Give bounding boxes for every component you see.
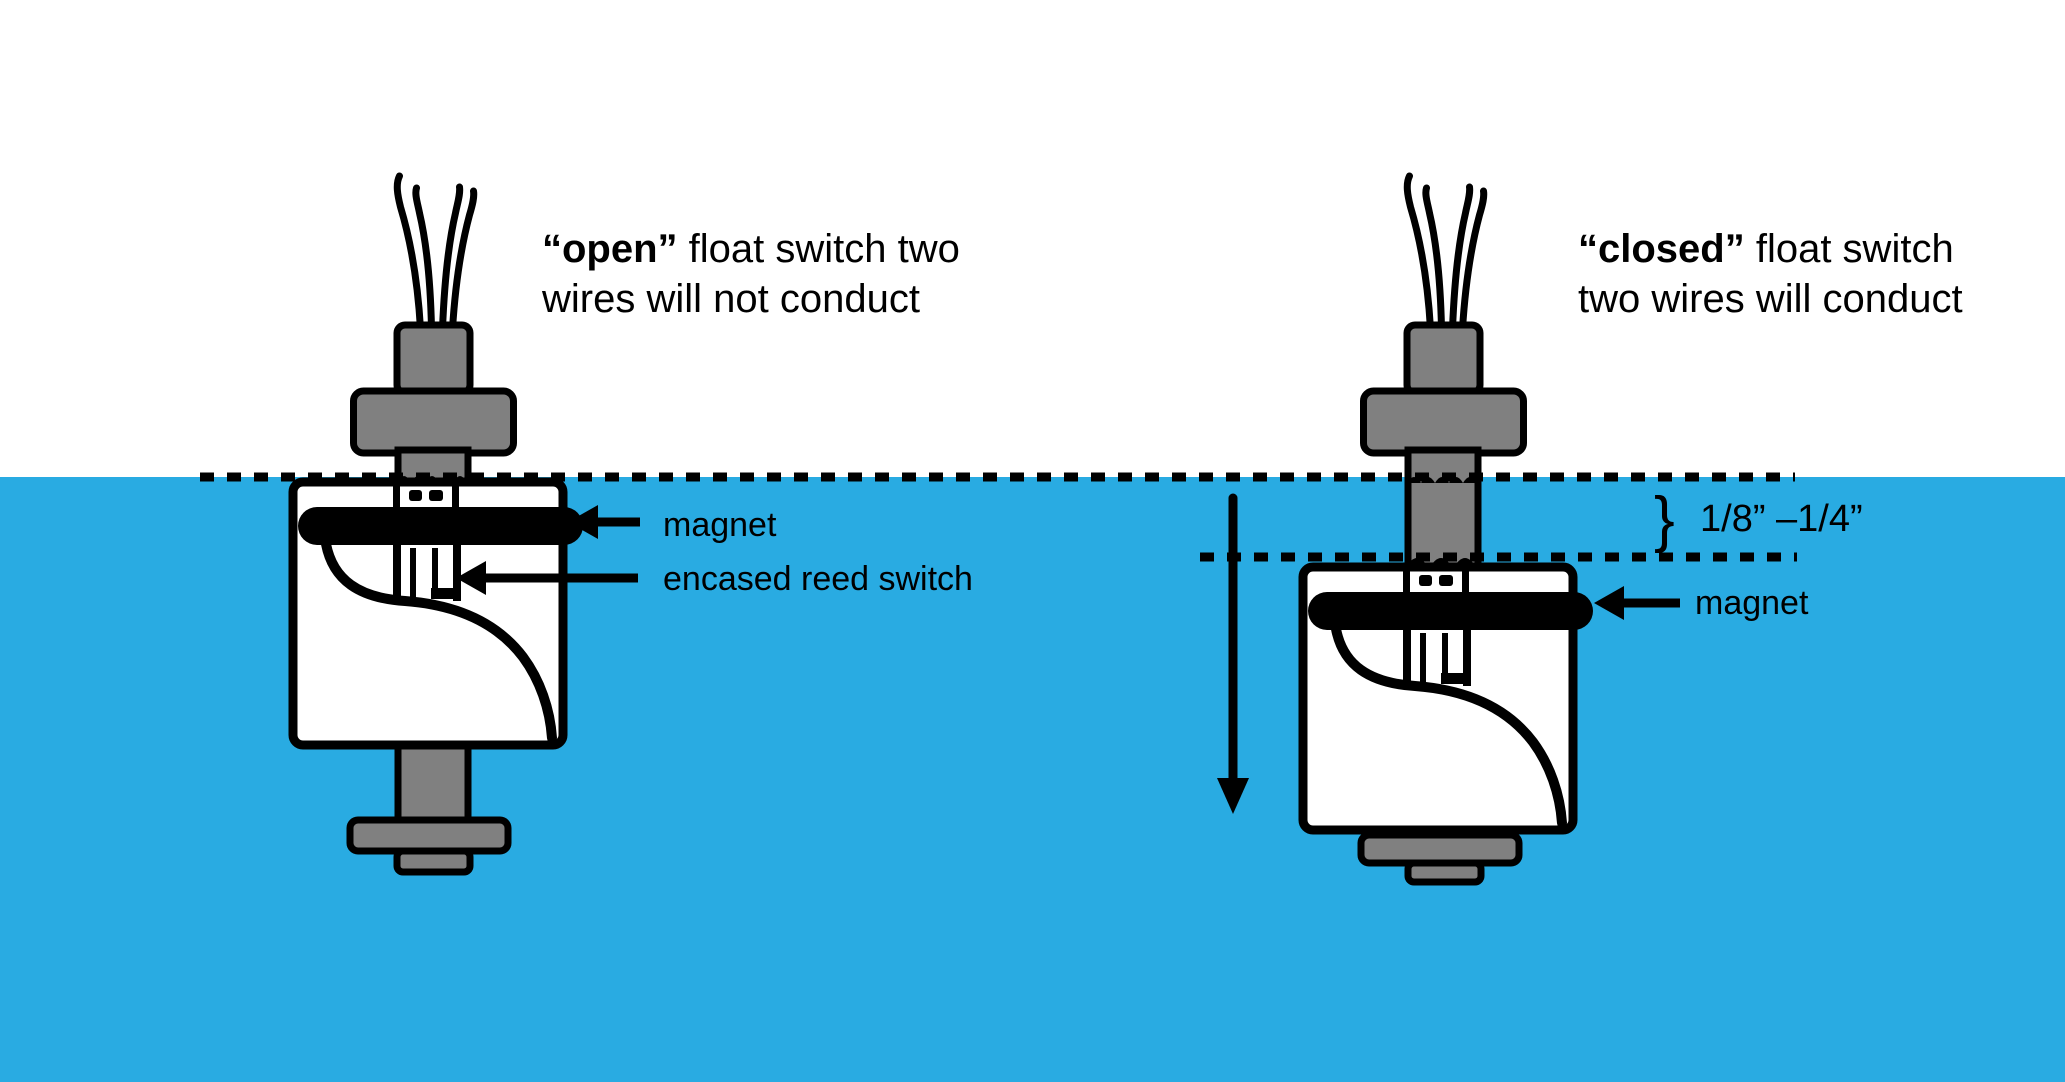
magnet-left-arrow bbox=[568, 505, 640, 539]
reed-switch-arrow bbox=[456, 561, 638, 595]
magnet-right-arrow bbox=[1594, 586, 1680, 620]
float-drop-range-label: 1/8” –1/4” bbox=[1700, 498, 1863, 540]
right-end-nub bbox=[1404, 859, 1485, 886]
right-float-top-meniscus bbox=[1405, 558, 1477, 569]
range-brace: } bbox=[1654, 485, 1675, 554]
magnet-left-label: magnet bbox=[663, 506, 777, 544]
magnet-right-label: magnet bbox=[1695, 584, 1809, 622]
left-stem-lower bbox=[394, 736, 472, 826]
left-stop-flange bbox=[346, 816, 512, 855]
open-title-line2: wires will not conduct bbox=[541, 277, 920, 321]
closed-title-line1: “closed” float switch bbox=[1578, 227, 1954, 271]
closed-title-line2: two wires will conduct bbox=[1578, 277, 1963, 321]
left-float bbox=[293, 482, 583, 745]
closed-state-word: “closed” bbox=[1578, 227, 1745, 271]
drop-direction-arrow bbox=[1217, 493, 1249, 814]
left-end-nub bbox=[393, 847, 474, 876]
reed-switch-label: encased reed switch bbox=[663, 560, 973, 598]
right-float bbox=[1303, 567, 1593, 830]
open-state-word: “open” bbox=[542, 227, 678, 271]
right-stem-upper bbox=[1404, 446, 1482, 576]
right-stop-flange bbox=[1357, 831, 1523, 867]
open-title-line1: “open” float switch two bbox=[542, 227, 960, 271]
